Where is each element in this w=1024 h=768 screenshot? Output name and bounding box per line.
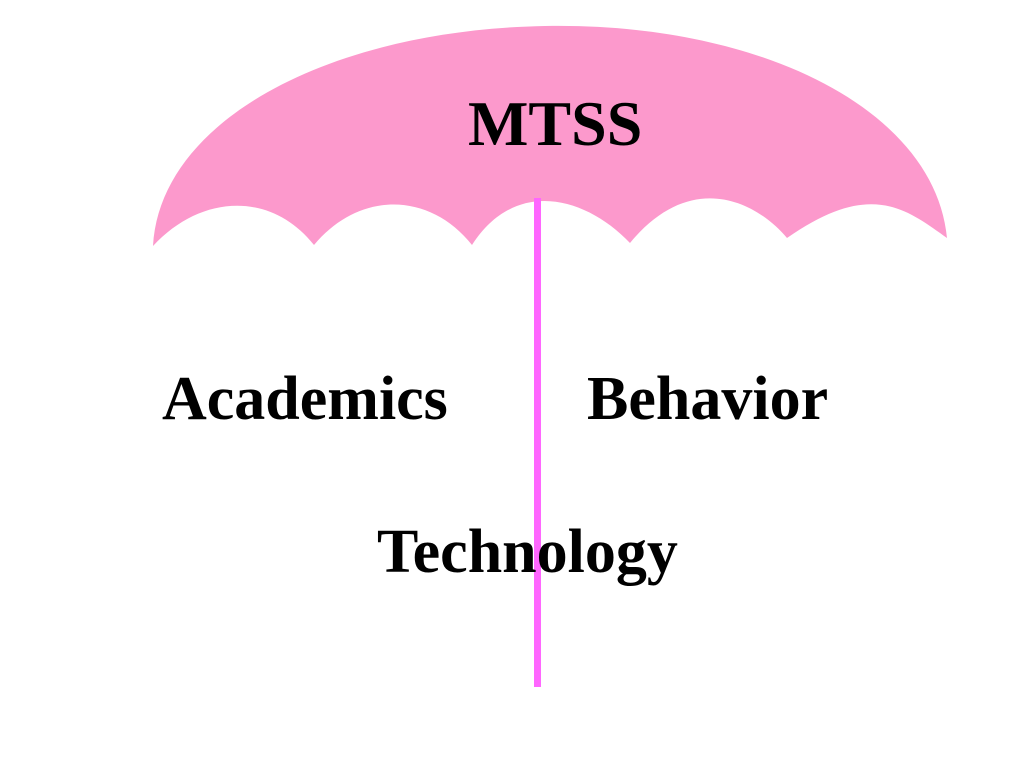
behavior-label: Behavior bbox=[587, 365, 829, 433]
umbrella-canopy bbox=[153, 25, 947, 247]
technology-label: Technology bbox=[377, 518, 678, 586]
academics-label: Academics bbox=[162, 365, 448, 433]
umbrella-shaft bbox=[534, 198, 541, 687]
diagram-title: MTSS bbox=[468, 88, 643, 159]
